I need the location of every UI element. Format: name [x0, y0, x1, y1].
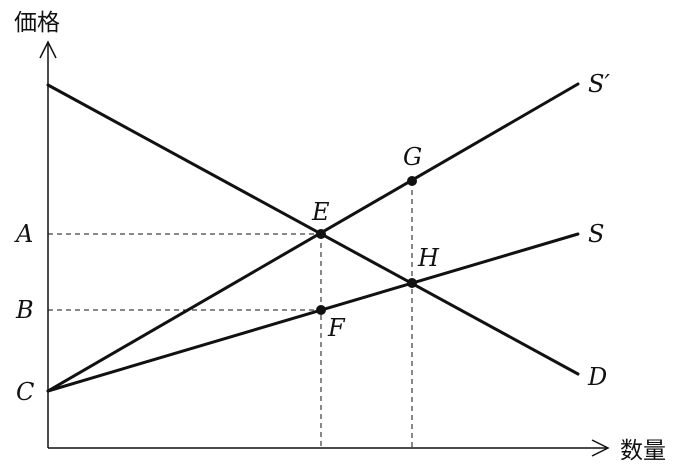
label-S: S — [588, 220, 604, 248]
label-C: C — [16, 378, 34, 406]
x-axis-arrow — [591, 439, 610, 457]
label-H: H — [417, 244, 440, 272]
point-F — [316, 305, 326, 315]
supply-line-S — [46, 232, 580, 393]
label-F: F — [327, 314, 346, 342]
label-E: E — [311, 198, 330, 226]
point-H — [407, 278, 417, 288]
point-G — [407, 176, 417, 186]
supply-line-S-prime — [46, 82, 580, 393]
label-G: G — [403, 143, 422, 171]
x-axis-title: 数量 — [620, 438, 666, 464]
label-S-prime: S′ — [588, 70, 610, 98]
y-axis-title: 価格 — [14, 10, 60, 36]
demand-line-D — [46, 83, 580, 376]
label-D: D — [587, 363, 607, 391]
label-A: A — [14, 220, 33, 248]
y-axis-arrow — [39, 40, 57, 59]
point-E — [316, 229, 326, 239]
label-B: B — [15, 296, 34, 324]
